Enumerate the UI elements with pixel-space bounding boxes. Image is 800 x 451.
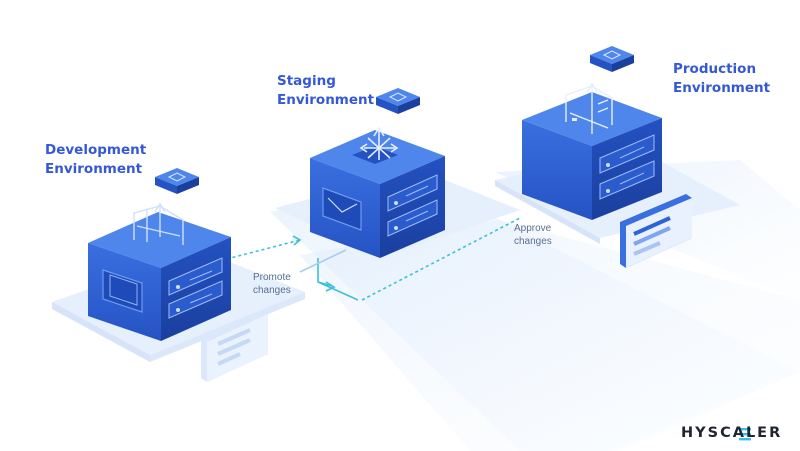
- development-dashboard-card: [201, 310, 268, 382]
- promote-label-line2: changes: [253, 285, 291, 296]
- production-chip-icon: [590, 46, 634, 72]
- promote-label-line1: Promote: [253, 272, 291, 283]
- hyscaler-logo: HYSCALER: [681, 425, 783, 441]
- production-label-line1: Production: [673, 61, 757, 77]
- approve-changes-label: Approve changes: [514, 222, 552, 248]
- approve-label-line1: Approve: [514, 223, 552, 234]
- production-dashboard-card: [620, 194, 692, 268]
- promote-changes-label: Promote changes: [253, 271, 291, 297]
- staging-label-line1: Staging: [277, 73, 336, 89]
- development-label-line2: Environment: [45, 161, 143, 177]
- development-label-line1: Development: [45, 142, 147, 158]
- production-label-line2: Environment: [673, 80, 771, 96]
- staging-chip-icon: [376, 88, 420, 114]
- development-environment-label: Development Environment: [45, 141, 146, 179]
- staging-server: [310, 126, 445, 258]
- staging-label-line2: Environment: [277, 92, 375, 108]
- development-server: [88, 202, 231, 341]
- staging-environment-label: Staging Environment: [277, 72, 374, 110]
- approve-label-line2: changes: [514, 236, 552, 247]
- production-server: [522, 82, 662, 220]
- hyscaler-logo-mark: [739, 428, 751, 441]
- approve-flow-connector: [299, 217, 521, 301]
- production-environment-label: Production Environment: [673, 60, 770, 98]
- development-chip-icon: [155, 168, 199, 194]
